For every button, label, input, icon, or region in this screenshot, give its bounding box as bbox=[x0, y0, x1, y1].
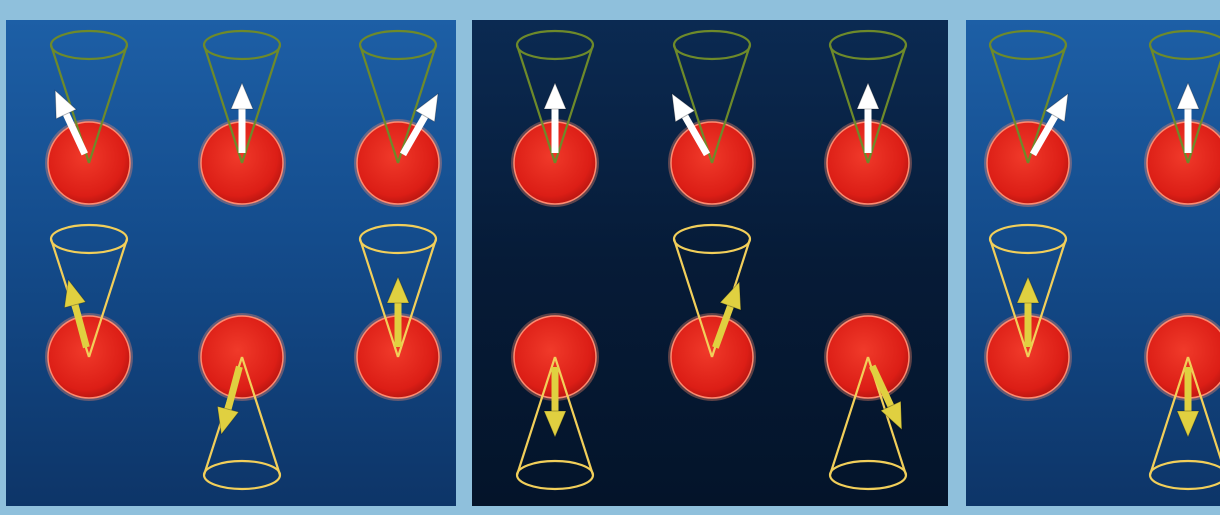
panel-background bbox=[6, 20, 456, 506]
panel-background bbox=[472, 20, 948, 506]
panel-background bbox=[966, 20, 1220, 506]
panel-2 bbox=[472, 20, 948, 506]
panel-3 bbox=[966, 20, 1220, 506]
panel-1 bbox=[6, 20, 456, 506]
